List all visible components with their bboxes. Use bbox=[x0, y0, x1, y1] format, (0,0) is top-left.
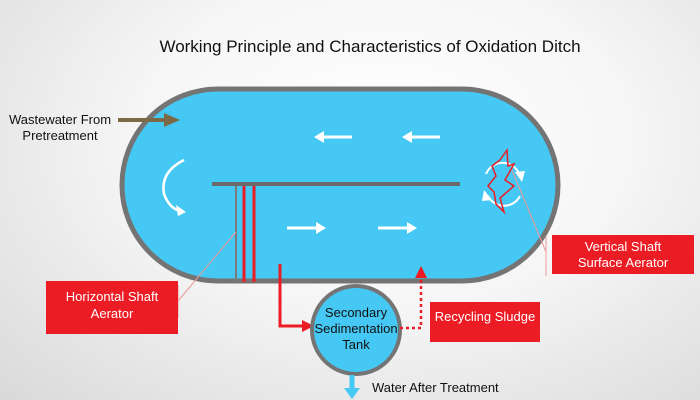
tank-label-line1: Secondary bbox=[325, 305, 388, 320]
effluent-label: Water After Treatment bbox=[372, 380, 499, 395]
flow-arrow-right-1 bbox=[287, 222, 326, 234]
vertical-aerator-label-line1: Vertical Shaft bbox=[585, 239, 662, 254]
vertical-aerator-leader bbox=[511, 169, 547, 276]
tank-label-line3: Tank bbox=[342, 337, 370, 352]
flow-arrow-left-1 bbox=[314, 131, 352, 143]
vertical-shaft-aerator bbox=[482, 147, 525, 215]
vertical-aerator-label-line2: Surface Aerator bbox=[578, 255, 669, 270]
curved-flow-arrow bbox=[162, 158, 186, 216]
inlet-label-line2: Pretreatment bbox=[22, 128, 98, 143]
tank-label-line2: Sedimentation bbox=[314, 321, 397, 336]
inlet-arrow bbox=[118, 113, 180, 127]
flow-arrow-right-2 bbox=[378, 222, 417, 234]
secondary-sedimentation-tank bbox=[310, 284, 402, 376]
effluent-arrow bbox=[344, 375, 360, 399]
inlet-label-line1: Wastewater From bbox=[9, 112, 111, 127]
horizontal-aerator-label-line1: Horizontal Shaft bbox=[66, 289, 159, 304]
diagram-title: Working Principle and Characteristics of… bbox=[159, 37, 580, 56]
recycling-sludge-label: Recycling Sludge bbox=[435, 309, 535, 324]
horizontal-aerator-label-line2: Aerator bbox=[91, 306, 134, 321]
outflow-to-tank-arrow bbox=[278, 264, 314, 332]
flow-arrow-left-2 bbox=[402, 131, 440, 143]
recycling-sludge-arrow bbox=[400, 266, 427, 330]
recycling-sludge-label-box bbox=[430, 302, 540, 342]
horizontal-aerator-label-box bbox=[46, 281, 178, 334]
horizontal-shaft-aerator bbox=[235, 186, 256, 282]
vertical-aerator-label-box bbox=[552, 235, 694, 274]
